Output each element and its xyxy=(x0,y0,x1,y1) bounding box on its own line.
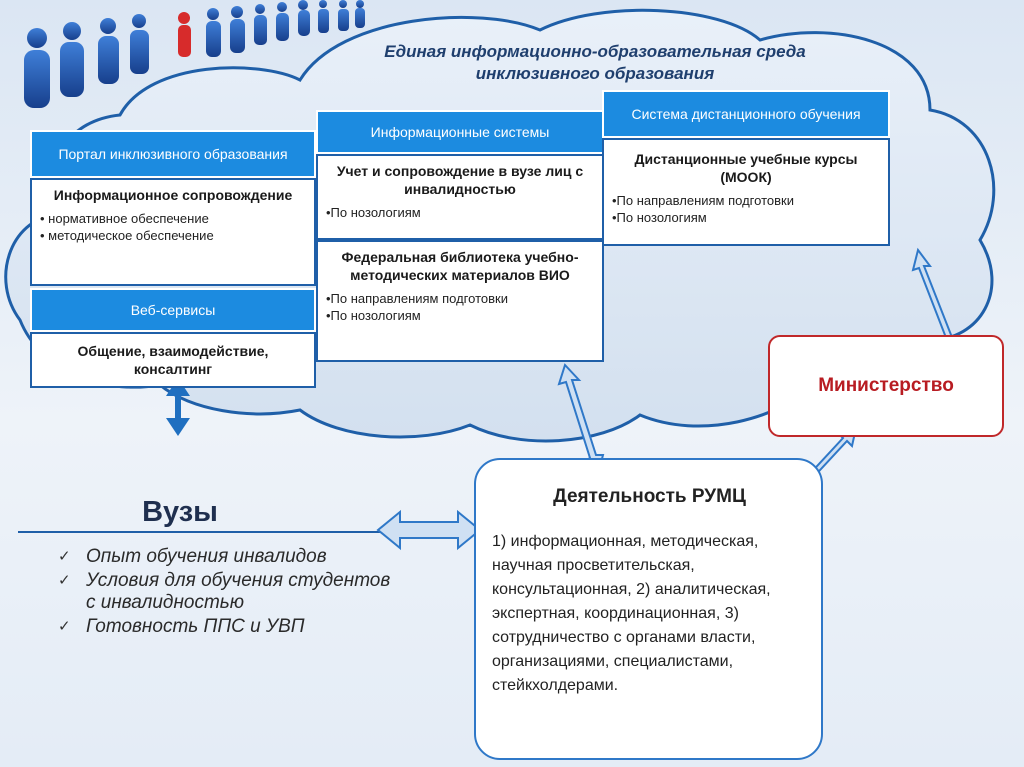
student-tracking-title: Учет и сопровождение в вузе лиц с инвали… xyxy=(336,163,584,197)
universities-list: ✓Опыт обучения инвалидов ✓Условия для об… xyxy=(58,546,398,640)
web-services-text: Общение, взаимодействие, консалтинг xyxy=(77,343,269,377)
environment-title: Единая информационно-образовательная сре… xyxy=(384,42,806,83)
mooc-item: •По нозологиям xyxy=(612,210,707,225)
web-services-box: Общение, взаимодействие, консалтинг xyxy=(30,332,316,388)
web-services-header: Веб-сервисы xyxy=(30,288,316,332)
federal-library-item: •По направлениям подготовки xyxy=(326,291,508,306)
people-illustration xyxy=(24,0,365,108)
ministry-box: Министерство xyxy=(768,335,1004,437)
federal-library-title: Федеральная библиотека учебно-методическ… xyxy=(341,249,579,283)
info-support-item: • методическое обеспечение xyxy=(40,228,214,243)
info-support-item: • нормативное обеспечение xyxy=(40,211,209,226)
info-support-title: Информационное сопровождение xyxy=(53,187,293,203)
rumc-title: Деятельность РУМЦ xyxy=(553,486,746,507)
mooc-box: Дистанционные учебные курсы (МООК) •По н… xyxy=(602,138,890,246)
student-tracking-item: •По нозологиям xyxy=(326,205,421,220)
checkmark-icon: ✓ xyxy=(58,572,71,589)
federal-library-item: •По нозологиям xyxy=(326,308,421,323)
info-support-box: Информационное сопровождение • нормативн… xyxy=(30,178,316,286)
rumc-activity-text: 1) информационная, методическая, научная… xyxy=(492,533,771,694)
universities-item: ✓Условия для обучения студентов с инвали… xyxy=(58,570,391,613)
universities-title: Вузы xyxy=(142,496,218,528)
checkmark-icon: ✓ xyxy=(58,618,71,635)
portal-header: Портал инклюзивного образования xyxy=(30,130,316,178)
mooc-title: Дистанционные учебные курсы (МООК) xyxy=(634,151,858,185)
checkmark-icon: ✓ xyxy=(58,548,71,565)
universities-item: ✓Готовность ППС и УВП xyxy=(58,616,305,637)
arrow-vuzy-rumc xyxy=(376,509,482,551)
info-systems-header: Информационные системы xyxy=(316,110,604,154)
ministry-label: Министерство xyxy=(818,375,954,396)
universities-item: ✓Опыт обучения инвалидов xyxy=(58,546,327,567)
mooc-item: •По направлениям подготовки xyxy=(612,193,794,208)
student-tracking-box: Учет и сопровождение в вузе лиц с инвали… xyxy=(316,154,604,240)
federal-library-box: Федеральная библиотека учебно-методическ… xyxy=(316,240,604,362)
rumc-activity-box: Деятельность РУМЦ 1) информационная, мет… xyxy=(474,458,823,760)
distance-learning-header: Система дистанционного обучения xyxy=(602,90,890,138)
